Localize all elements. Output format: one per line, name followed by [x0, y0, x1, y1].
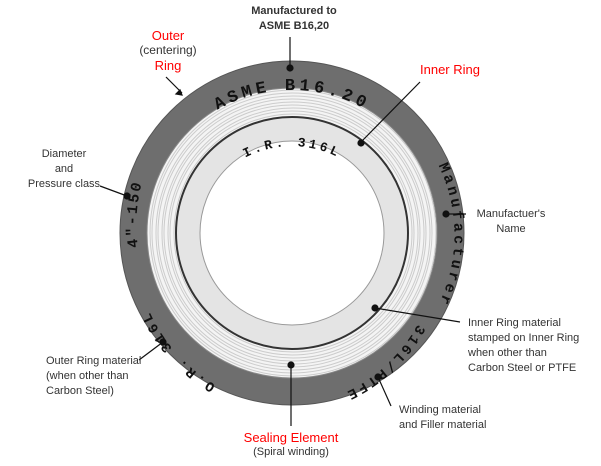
spiral-line [167, 107, 419, 359]
spiral-line [173, 113, 413, 353]
spiral-line [149, 89, 437, 377]
spiral-line [151, 92, 433, 374]
leader-lines [99, 37, 466, 426]
sealing-element-label: Sealing Element(Spiral winding) [243, 430, 339, 458]
spiral-line [163, 104, 421, 362]
outer-ring-label: Outer(centering)Ring [139, 28, 197, 73]
inner-ring-label: Inner Ring [420, 62, 480, 77]
center-hole [199, 140, 385, 326]
spiral-line [155, 95, 431, 371]
spiral-line [169, 110, 415, 356]
